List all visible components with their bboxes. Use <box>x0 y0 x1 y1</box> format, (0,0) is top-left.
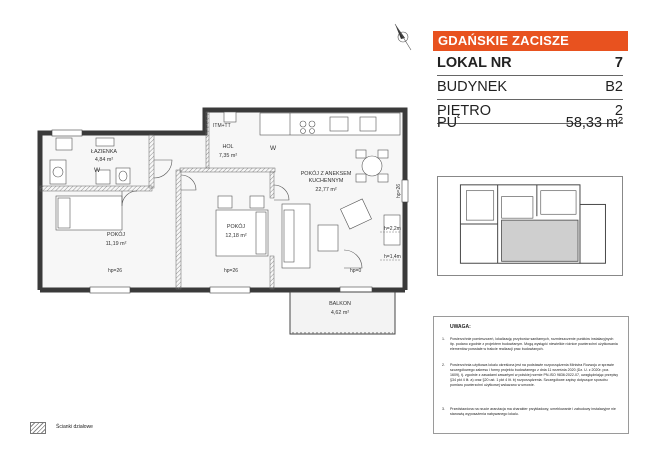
itm-label: ITM+TT <box>213 123 231 129</box>
w-label-2: W <box>94 167 101 174</box>
balcony <box>289 291 396 335</box>
info-value: 2 <box>614 103 623 119</box>
room-name-hol: HOL <box>222 144 233 150</box>
hp-label-2: hp=26 <box>224 268 238 274</box>
kitchen-counter <box>223 111 401 136</box>
info-label: BUDYNEK <box>437 79 508 95</box>
note-text: Powierzchnia użytkowa lokalu określona j… <box>450 363 618 387</box>
living-furniture <box>281 198 401 269</box>
legend-label: Ścianki działowe <box>56 424 93 430</box>
hatch-swatch-icon <box>30 422 46 434</box>
note-number: 1. <box>442 337 445 341</box>
info-label: LOKAL NR <box>437 55 512 71</box>
info-row-lokal: LOKAL NR 7 <box>437 51 623 76</box>
height-label-22: h=2,2m <box>384 226 401 232</box>
info-label: PIĘTRO <box>437 103 491 119</box>
w-label-1: W <box>270 145 277 152</box>
info-value: B2 <box>605 79 623 95</box>
unit-highlight <box>501 219 579 262</box>
floor-plan: ŁAZIENKA 4,84 m² HOL 7,35 m² POKÓJ Z ANE… <box>37 23 412 335</box>
room-name-balkon: BALKON <box>329 301 351 307</box>
note-number: 2. <box>442 363 445 367</box>
info-value: 58,33 m² <box>565 115 623 131</box>
room-name-lazienka: ŁAZIENKA <box>91 149 117 155</box>
note-text: Powierzchnie pomieszczeń, lokalizację pr… <box>450 337 618 351</box>
compass-icon <box>394 23 412 51</box>
brand-title: GDAŃSKIE ZACISZE <box>433 31 628 51</box>
info-row-pu: PU 58,33 m² <box>437 111 623 135</box>
doors <box>121 159 363 269</box>
room-area-salon: 22,77 m² <box>315 187 336 193</box>
room-name-pokoj2: POKÓJ <box>227 223 246 230</box>
room-name-salon-2: KUCHENNYM <box>309 178 344 184</box>
height-label-14: h=1,4m <box>384 254 401 260</box>
room-name-pokoj1: POKÓJ <box>107 231 126 238</box>
note-text: Przedstawiona na rzucie aranżacja ma cha… <box>450 407 616 416</box>
note-number: 3. <box>442 407 445 411</box>
bathroom-fixtures <box>49 137 131 185</box>
room-area-pokoj1: 11,19 m² <box>106 241 127 247</box>
beds <box>55 195 269 257</box>
dining-table <box>355 149 389 183</box>
info-value: 7 <box>614 55 623 71</box>
notes-box: UWAGA: 1. Powierzchnie pomieszczeń, loka… <box>433 316 629 434</box>
info-row-budynek: BUDYNEK B2 <box>437 75 623 100</box>
room-area-hol: 7,35 m² <box>219 153 237 159</box>
hp-label-1: hp=26 <box>108 268 122 274</box>
room-area-pokoj2: 12,18 m² <box>225 233 246 239</box>
key-plan <box>437 176 623 276</box>
info-label: PU <box>437 115 458 131</box>
info-row-pietro: PIĘTRO 2 <box>437 99 623 124</box>
room-name-salon-1: POKÓJ Z ANEKSEM <box>301 170 352 177</box>
notes-title: UWAGA: <box>450 324 471 330</box>
hp0-label: hp=0 <box>350 268 361 274</box>
room-area-balkon: 4,62 m² <box>331 310 349 316</box>
room-area-lazienka: 4,84 m² <box>95 157 113 163</box>
outer-walls <box>37 107 408 293</box>
windows <box>51 129 409 294</box>
partition-walls <box>39 111 276 290</box>
hp-label-3: hp=26 <box>396 184 402 198</box>
